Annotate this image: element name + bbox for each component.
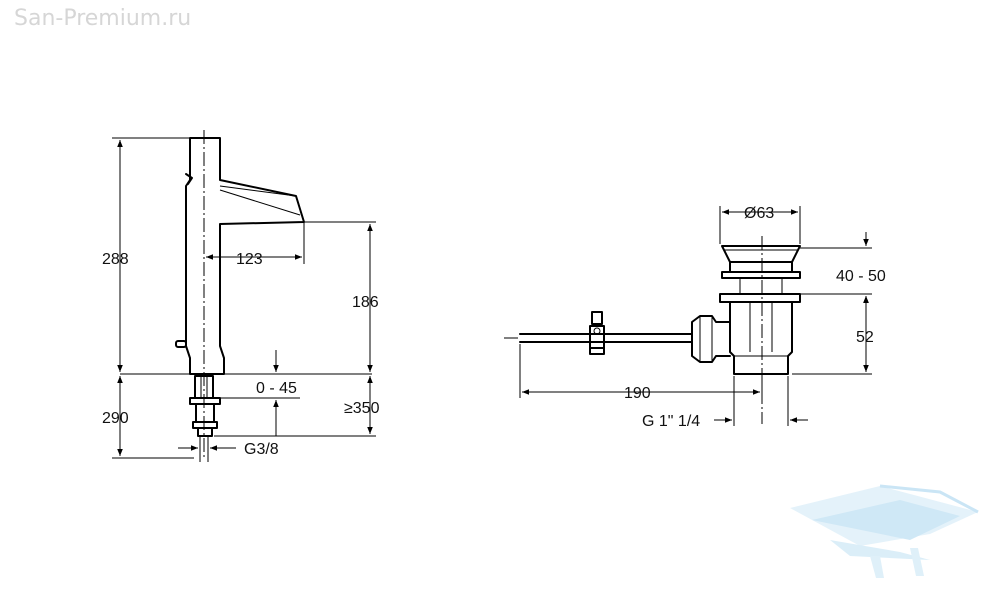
- site-watermark: San-Premium.ru: [14, 6, 192, 31]
- spout-underside: [219, 189, 301, 216]
- dim-123: 123: [236, 251, 263, 268]
- bathtub-logo-watermark: [790, 484, 979, 578]
- rod-clamp: [589, 311, 605, 355]
- drain-cap: [721, 245, 801, 263]
- dim-40-50: 40 - 50: [836, 268, 886, 285]
- drain-flange: [719, 293, 801, 303]
- faucet-drawing: 288 290 123 186 0 - 45 ≥350: [102, 130, 380, 462]
- dim-g38: G3/8: [244, 441, 279, 458]
- faucet-body: [185, 137, 305, 375]
- dim-52: 52: [856, 329, 874, 346]
- drain-stem: [729, 261, 793, 273]
- dim-186: 186: [352, 294, 379, 311]
- dim-diameter-63: Ø63: [744, 205, 774, 222]
- drain-flange-ring: [721, 271, 801, 279]
- drain-drawing: Ø63 40 - 50 52 190 G 1" 1/4: [504, 205, 886, 430]
- dim-288: 288: [102, 251, 129, 268]
- lever-notch: [185, 173, 193, 185]
- dim-0-45: 0 - 45: [256, 380, 297, 397]
- dim-min-350: ≥350: [344, 400, 380, 417]
- popup-knob: [175, 340, 187, 348]
- dim-thread: G 1" 1/4: [642, 413, 700, 430]
- drain-side-connector: [691, 315, 731, 363]
- mounting-kit: [189, 375, 221, 462]
- dim-290: 290: [102, 410, 129, 427]
- spout-edge: [219, 185, 297, 197]
- drain-body: [729, 301, 793, 375]
- dim-190: 190: [624, 385, 651, 402]
